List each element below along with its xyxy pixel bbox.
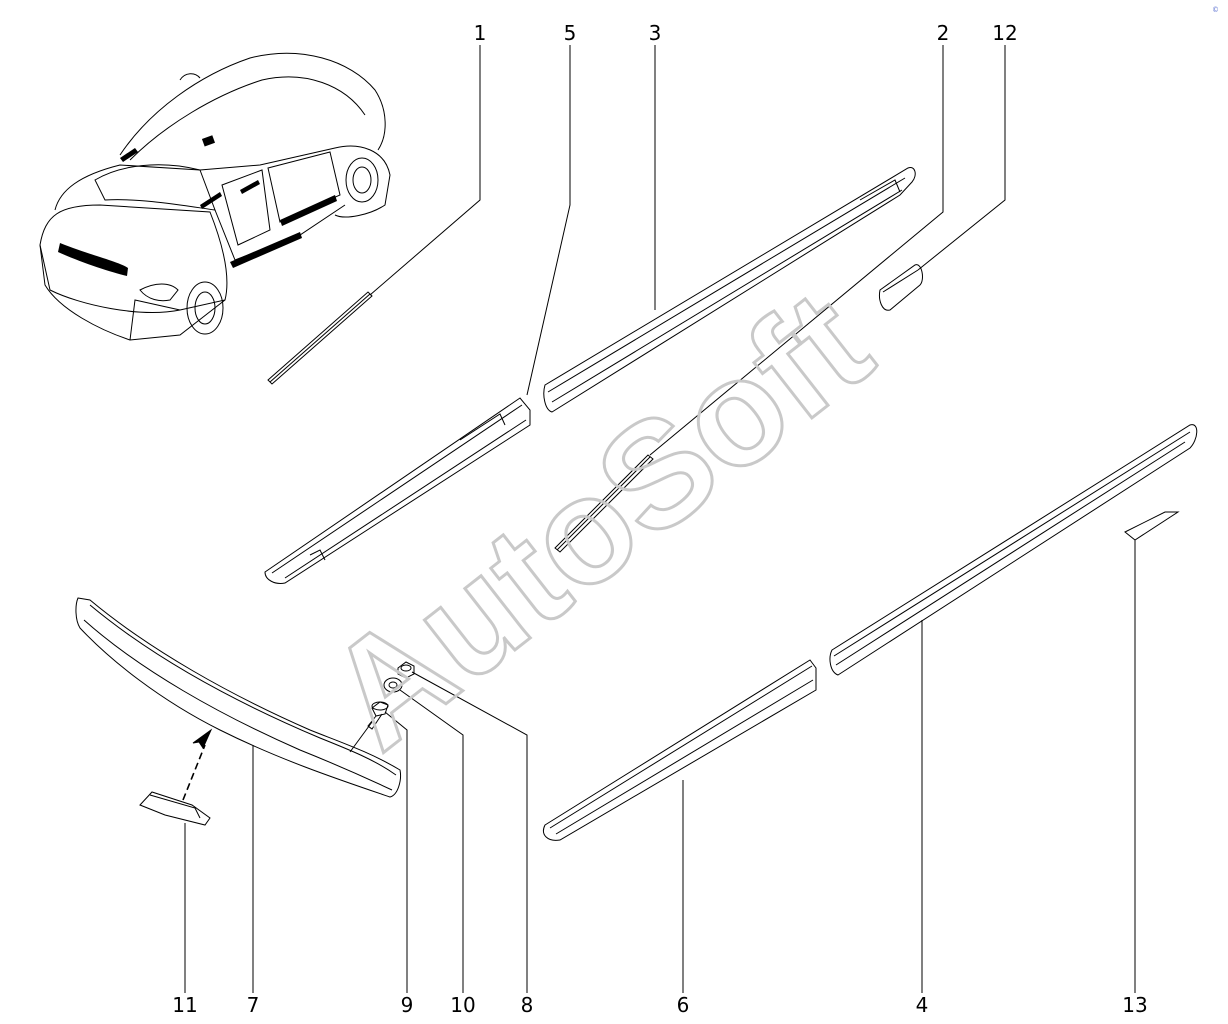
part-9-push-clip: [367, 701, 389, 730]
car-trim-highlights: [58, 135, 337, 276]
leader-10: [399, 689, 464, 993]
callout-4: 4: [916, 993, 929, 1017]
callout-11: 11: [172, 993, 197, 1017]
part-10-washer: [383, 677, 403, 693]
part-8-nut: [397, 661, 415, 679]
leader-8: [411, 671, 528, 993]
leader-lines: [184, 45, 1136, 993]
callout-13: 13: [1122, 993, 1147, 1017]
part-4-sill-molding: [829, 424, 1198, 676]
watermark: AutoSoft: [297, 258, 899, 780]
callout-1: 1: [474, 21, 487, 45]
part-6-sill-molding: [543, 659, 817, 841]
callout-9: 9: [401, 993, 414, 1017]
part-3-door-molding: [543, 166, 916, 413]
leader-9: [384, 711, 408, 993]
callout-5: 5: [564, 21, 577, 45]
callout-10: 10: [450, 993, 475, 1017]
callout-3: 3: [649, 21, 662, 45]
callout-labels: 1 5 3 2 12 11 7 9 10 8 6 4 13: [172, 21, 1147, 1017]
part-7-bumper-molding: [75, 597, 401, 798]
part-11-bracket: [139, 791, 211, 826]
callout-12: 12: [992, 21, 1017, 45]
part-12-end-cap: [879, 264, 923, 311]
leader-2: [649, 45, 944, 456]
leader-5: [526, 45, 571, 396]
corner-mark: ©: [1212, 6, 1219, 14]
callout-6: 6: [677, 993, 690, 1017]
part-13-clip: [1124, 511, 1180, 541]
callout-8: 8: [521, 993, 534, 1017]
part-5-door-molding: [264, 397, 531, 584]
leader-7-to-9: [349, 721, 373, 753]
leader-1: [369, 45, 481, 296]
part-2-molding-strip: [554, 454, 654, 553]
part-1-molding-strip: [267, 291, 373, 385]
callout-2: 2: [937, 21, 950, 45]
assembly-arrow: [182, 728, 213, 801]
callout-7: 7: [247, 993, 260, 1017]
leader-12: [917, 45, 1006, 271]
